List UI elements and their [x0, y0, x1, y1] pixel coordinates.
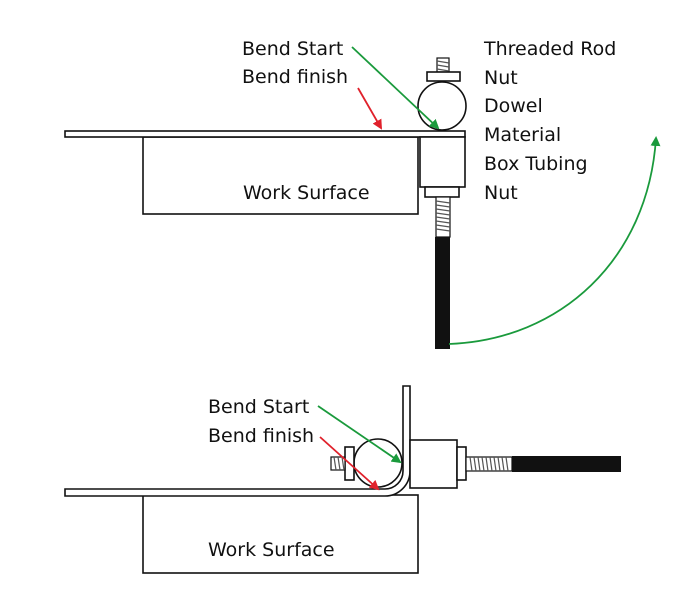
top-diagram: Work Surface	[64, 38, 661, 349]
top-bend-finish-label: Bend finish	[242, 66, 348, 88]
top-handle	[435, 237, 450, 349]
label-box-tubing: Box Tubing	[484, 153, 588, 175]
top-material-sheet	[64, 130, 466, 138]
bottom-bend-start-arrow	[317, 405, 402, 464]
top-top-nut	[426, 71, 461, 82]
bottom-box-tubing	[409, 439, 458, 489]
bottom-threaded-rod-right	[465, 456, 513, 472]
label-threaded-rod: Threaded Rod	[483, 38, 616, 60]
bottom-work-surface	[142, 494, 419, 574]
bottom-bend-finish-arrow	[319, 436, 380, 491]
bottom-threaded-rod-left	[330, 456, 346, 471]
top-threaded-rod-lower	[435, 196, 451, 238]
label-top-nut: Nut	[484, 67, 518, 89]
top-work-surface	[142, 136, 419, 215]
bottom-work-surface-label: Work Surface	[208, 539, 335, 561]
bottom-diagram: Work Surface	[64, 385, 621, 574]
top-rotation-arrow	[448, 136, 661, 345]
bottom-bend-finish-label: Bend finish	[208, 425, 314, 447]
bottom-handle	[512, 456, 621, 472]
label-material: Material	[484, 124, 561, 146]
top-threaded-rod-upper	[436, 57, 450, 73]
top-work-surface-label: Work Surface	[243, 182, 370, 204]
top-box-tubing	[419, 136, 466, 188]
top-bottom-nut	[424, 186, 460, 198]
bottom-right-nut	[456, 446, 467, 481]
top-bend-finish-arrow	[357, 87, 382, 130]
top-bend-start-label: Bend Start	[242, 38, 343, 60]
top-bend-start-arrow	[351, 46, 440, 130]
top-dowel	[417, 81, 467, 131]
label-dowel: Dowel	[484, 95, 543, 117]
label-bottom-nut: Nut	[484, 182, 518, 204]
bottom-bend-start-label: Bend Start	[208, 396, 309, 418]
